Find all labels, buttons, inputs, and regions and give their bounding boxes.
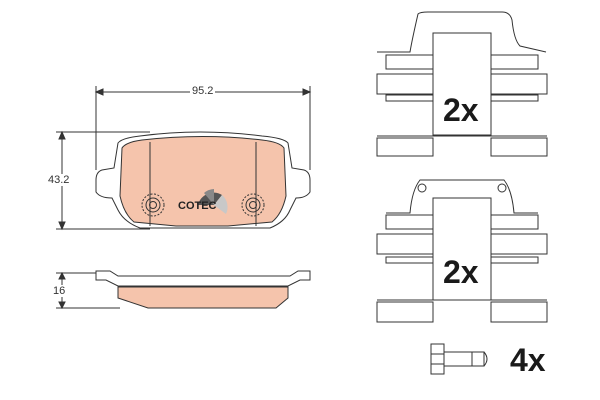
brake-pad-side-view bbox=[56, 270, 311, 310]
clip-kit-b-quantity: 2x bbox=[443, 254, 479, 290]
cotec-logo-icon bbox=[198, 189, 228, 214]
rivet-right bbox=[241, 193, 265, 217]
width-dimension-label: 95.2 bbox=[190, 85, 216, 97]
bolt-icon bbox=[430, 343, 488, 375]
brake-pad-front-view bbox=[56, 86, 312, 231]
bolt-quantity: 4x bbox=[510, 342, 546, 378]
clip-kit-a-quantity: 2x bbox=[443, 92, 479, 128]
clip-kit-b-drawing bbox=[376, 179, 548, 323]
height-dimension-label: 43.2 bbox=[48, 174, 70, 186]
cotec-logo-text: COTEC bbox=[178, 200, 217, 212]
clip-kit-a-drawing bbox=[376, 11, 548, 157]
rivet-left bbox=[141, 193, 165, 217]
thickness-dimension-label: 16 bbox=[53, 285, 66, 297]
